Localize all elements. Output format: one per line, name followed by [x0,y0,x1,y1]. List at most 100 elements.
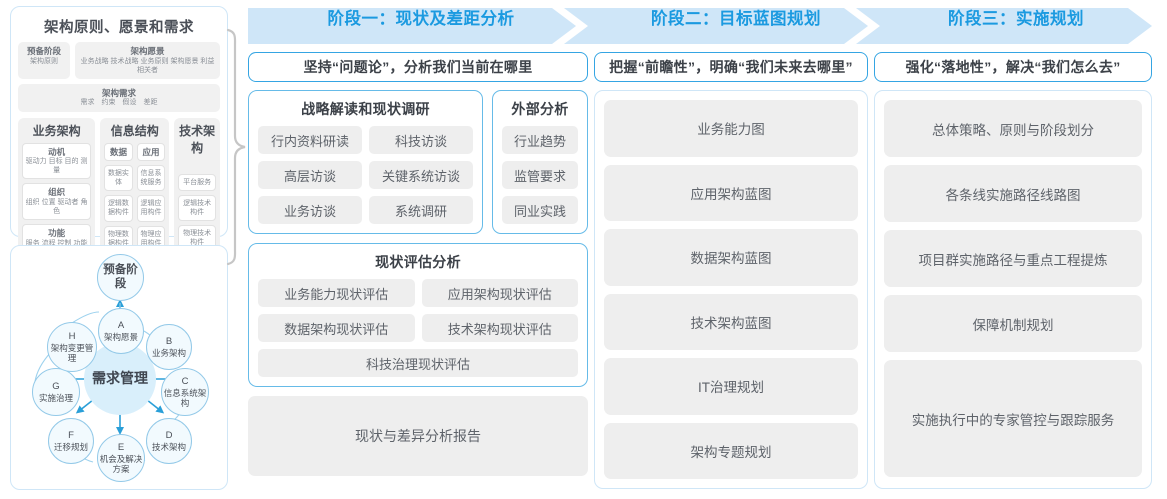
phase-3-item[interactable]: 总体策略、原则与阶段划分 [884,100,1142,157]
assessment-item[interactable]: 数据架构现状评估 [258,314,415,342]
cell-sub: 驱动力 目标 目的 测量 [25,158,88,175]
togaf-subcolumn-data: 数据 数据实体 逻辑数据构件 物理数据构件 [104,142,133,252]
strategy-item[interactable]: 行内资料研读 [258,126,362,154]
cell-sub: 逻辑应用构件 [140,200,162,217]
adm-node-d-id: D [165,429,173,441]
togaf-panel-title: 架构原则、愿景和需求 [44,20,194,36]
phase-3-item[interactable]: 保障机制规划 [884,295,1142,352]
phase-2-items: 业务能力图 应用架构蓝图 数据架构蓝图 技术架构蓝图 IT治理规划 架构专题规划 [604,100,858,479]
adm-node-h-id: H [68,330,76,342]
togaf-vision-header: 架构愿景 [130,46,165,56]
assessment-item[interactable]: 应用架构现状评估 [421,279,578,307]
adm-node-center-label: 需求管理 [92,370,148,387]
phase-3-body: 总体策略、原则与阶段划分 各条线实施路径线路图 项目群实施路径与重点工程提炼 保… [874,90,1152,489]
phase-2-item[interactable]: 架构专题规划 [604,422,858,479]
togaf-requirements-header: 架构需求 [101,87,136,98]
external-item[interactable]: 同业实践 [502,196,578,224]
phase-3-item[interactable]: 项目群实施路径与重点工程提炼 [884,230,1142,287]
phase-header-band [248,8,1152,44]
external-analysis-card: 外部分析 行业趋势 监管要求 同业实践 [492,90,588,234]
phase-3-items: 总体策略、原则与阶段划分 各条线实施路径线路图 项目群实施路径与重点工程提炼 保… [884,100,1142,479]
cell-sub: 物理技术构件 [183,229,212,246]
cell-header: 数据 [109,146,127,157]
togaf-cell-logical-app: 逻辑应用构件 [136,195,166,222]
phase-1-slogan: 坚持“问题论”，分析我们当前在哪里 [248,52,588,82]
cell-sub: 物理数据构件 [107,230,129,247]
togaf-column-business: 业务架构 动机 驱动力 目标 目的 测量 组织 组织 位置 驱动者 角色 功能 … [18,117,96,257]
adm-node-g-id: G [52,380,60,392]
adm-node-e-label: 机会及解决方案 [99,453,143,474]
adm-node-a-id: A [117,319,125,331]
phase-2-item[interactable]: 应用架构蓝图 [604,164,858,221]
adm-node-h-label: 架构变更管理 [50,342,94,363]
strategy-item[interactable]: 科技访谈 [369,126,473,154]
phase-2-item[interactable]: 数据架构蓝图 [604,229,858,286]
adm-node-d-label: 技术架构 [151,441,186,452]
togaf-cell-application: 应用 [136,142,166,162]
phase-2-column: 把握“前瞻性”，明确“我们未来去哪里” 业务能力图 应用架构蓝图 数据架构蓝图 … [594,52,868,489]
phase-2-slogan: 把握“前瞻性”，明确“我们未来去哪里” [594,52,868,82]
external-analysis-items: 行业趋势 监管要求 同业实践 [502,126,578,224]
adm-node-a[interactable]: A 架构愿景 [98,308,144,354]
strategy-research-title: 战略解读和现状调研 [301,101,430,117]
adm-node-prep[interactable]: 预备阶段 [97,254,144,301]
adm-node-g-label: 实施治理 [38,392,73,403]
adm-node-prep-label: 预备阶段 [103,263,138,290]
assessment-item[interactable]: 业务能力现状评估 [258,279,415,307]
adm-node-c-id: C [181,375,189,387]
assessment-item-governance[interactable]: 科技治理现状评估 [258,349,578,377]
togaf-cell-platform-service: 平台服务 [178,173,216,191]
assessment-full-row: 科技治理现状评估 [258,349,578,377]
togaf-subcolumn-application: 应用 信息系统服务 逻辑应用构件 物理应用构件 [136,142,166,252]
phase-2-item[interactable]: 技术架构蓝图 [604,293,858,350]
cell-header: 功能 [48,228,66,239]
gap-analysis-report-block[interactable]: 现状与差异分析报告 [248,396,588,476]
adm-node-b[interactable]: B 业务架构 [146,324,192,370]
external-analysis-title: 外部分析 [511,101,569,117]
adm-node-center[interactable]: 需求管理 [84,343,156,415]
phase-2-item[interactable]: 业务能力图 [604,100,858,157]
togaf-column-technology: 技术架构 平台服务 逻辑技术构件 物理技术构件 [174,117,220,257]
strategy-item[interactable]: 关键系统访谈 [369,161,473,189]
cell-sub: 组织 位置 驱动者 角色 [25,198,88,216]
togaf-cell-logical-tech: 逻辑技术构件 [178,194,216,221]
external-item[interactable]: 行业趋势 [502,126,578,154]
adm-node-e[interactable]: E 机会及解决方案 [97,434,145,482]
strategy-item[interactable]: 系统调研 [369,196,473,224]
cell-header: 应用 [142,146,160,157]
adm-cycle-panel: 预备阶段 需求管理 A 架构愿景 B 业务架构 C 信息系统架构 [10,245,228,490]
assessment-item[interactable]: 技术架构现状评估 [421,314,578,342]
adm-node-d[interactable]: D 技术架构 [146,418,192,464]
assessment-items: 业务能力现状评估 应用架构现状评估 数据架构现状评估 技术架构现状评估 [258,279,578,342]
cell-sub: 逻辑数据构件 [107,200,129,217]
adm-node-h[interactable]: H 架构变更管理 [47,322,97,372]
adm-node-a-label: 架构愿景 [103,331,138,342]
cell-header: 动机 [48,146,66,157]
left-column: 架构原则、愿景和需求 预备阶段 架构原则 架构愿景 业务战略 技术战略 业务原则… [10,6,228,490]
togaf-prep-header: 预备阶段 [26,46,61,56]
phase-3-header: 阶段三：实施规划 [948,10,1084,28]
adm-node-c[interactable]: C 信息系统架构 [161,368,209,416]
phase-2-item[interactable]: IT治理规划 [604,358,858,415]
strategy-item[interactable]: 业务访谈 [258,196,362,224]
cell-sub: 平台服务 [183,178,212,186]
brace-connector-icon [226,28,246,266]
togaf-cell-motivation: 动机 驱动力 目标 目的 测量 [22,142,92,180]
togaf-cell-is-service: 信息系统服务 [136,165,166,192]
phase-3-item[interactable]: 实施执行中的专家管控与跟踪服务 [884,360,1142,477]
phase-1-column: 坚持“问题论”，分析我们当前在哪里 战略解读和现状调研 行内资料研读 科技访谈 … [248,52,588,489]
adm-node-g[interactable]: G 实施治理 [32,368,80,416]
external-item[interactable]: 监管要求 [502,161,578,189]
adm-node-c-label: 信息系统架构 [163,387,207,408]
strategy-item[interactable]: 高层访谈 [258,161,362,189]
adm-node-b-id: B [165,335,173,347]
togaf-cell-data-entity: 数据实体 [104,165,133,192]
cell-sub: 数据实体 [107,170,129,187]
adm-node-f[interactable]: F 迁移规划 [48,418,94,464]
togaf-requirements-sub: 需求 约束 假设 差距 [80,99,158,107]
adm-node-b-label: 业务架构 [151,347,186,358]
togaf-column-business-title: 业务架构 [32,123,81,138]
adm-node-f-id: F [68,429,74,441]
togaf-top-row: 预备阶段 架构原则 架构愿景 业务战略 技术战略 业务原则 架构愿景 利益相关者 [18,42,220,79]
phase-3-item[interactable]: 各条线实施路径线路图 [884,165,1142,222]
